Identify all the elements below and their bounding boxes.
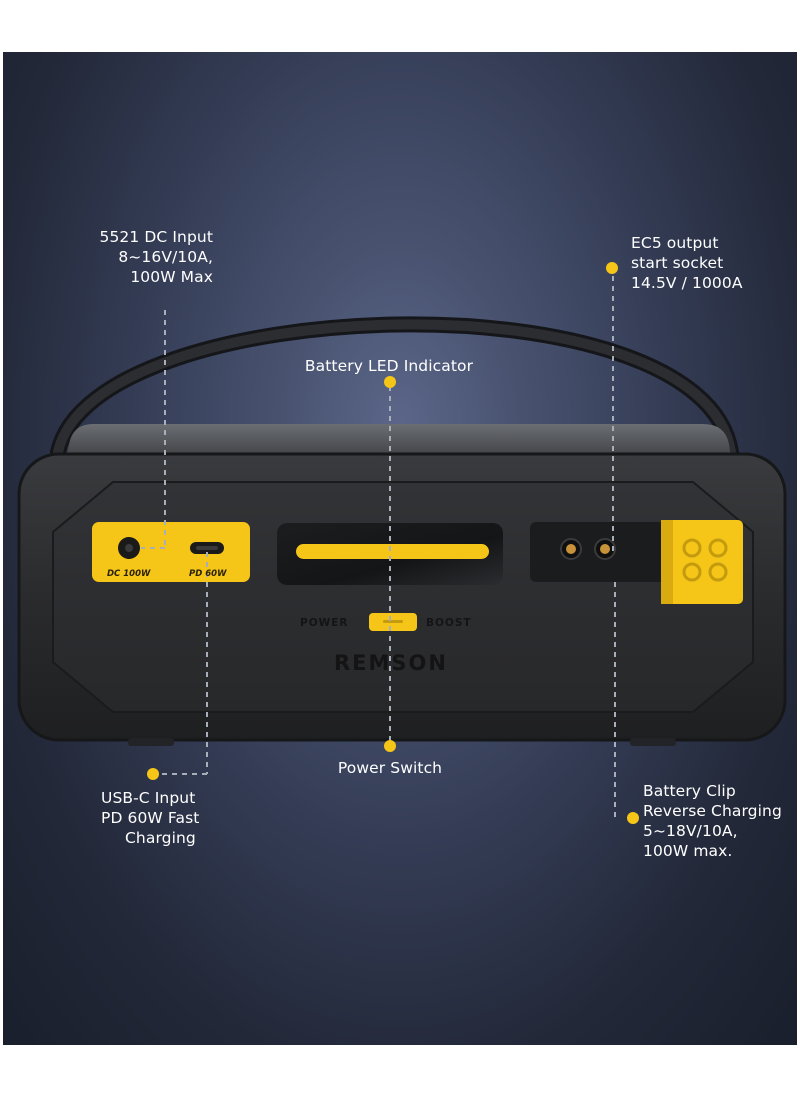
device-illustration: DC 100W PD 60W POWER BOOST REMSON (17, 262, 787, 824)
callout-power-switch-line-1: Power Switch (337, 759, 443, 777)
callout-battery-clip-line-2: Reverse Charging (643, 802, 782, 820)
callout-usb-c-input: USB-C Input PD 60W Fast Charging (101, 788, 241, 848)
callout-dc-input: 5521 DC Input 8~16V/10A, 100W Max (73, 227, 213, 287)
dot-marker-usb-c (147, 768, 159, 780)
led-bar (296, 544, 489, 559)
dot-marker-led (384, 376, 396, 388)
callout-led-line-1: Battery LED Indicator (304, 357, 474, 375)
callout-ec5-line-3: 14.5V / 1000A (631, 274, 743, 292)
input-port-panel (92, 522, 250, 582)
callout-power-switch: Power Switch (320, 758, 460, 778)
product-panel: DC 100W PD 60W POWER BOOST REMSON 5521 D… (3, 52, 797, 1045)
battery-clip-connector (661, 520, 743, 604)
callout-usb-c-line-3: Charging (125, 829, 196, 847)
callout-battery-clip-line-4: 100W max. (643, 842, 733, 860)
callout-dc-input-line-3: 100W Max (130, 268, 213, 286)
callout-ec5-line-2: start socket (631, 254, 724, 272)
dot-marker-battery-clip (627, 812, 639, 824)
callout-usb-c-line-1: USB-C Input (101, 789, 196, 807)
callout-dc-input-line-2: 8~16V/10A, (118, 248, 213, 266)
callout-battery-clip-line-3: 5~18V/10A, (643, 822, 738, 840)
dc-port-label: DC 100W (107, 569, 151, 579)
callout-battery-clip: Battery Clip Reverse Charging 5~18V/10A,… (643, 781, 795, 861)
dot-marker-ec5 (606, 262, 618, 274)
dot-marker-power-switch (384, 740, 396, 752)
callout-led-indicator: Battery LED Indicator (289, 356, 489, 376)
device-face (52, 481, 754, 713)
callout-usb-c-line-2: PD 60W Fast (101, 809, 200, 827)
callout-battery-clip-line-1: Battery Clip (643, 782, 736, 800)
leader-lines (141, 276, 616, 822)
callout-ec5-line-1: EC5 output (631, 234, 719, 252)
callout-ec5-output: EC5 output start socket 14.5V / 1000A (631, 233, 791, 293)
power-label: POWER (300, 617, 348, 629)
callout-dc-input-line-1: 5521 DC Input (99, 228, 213, 246)
boost-label: BOOST (426, 617, 472, 629)
dot-markers (147, 262, 639, 824)
brand-logo: REMSON (334, 651, 448, 675)
pd-port-label: PD 60W (189, 569, 227, 579)
